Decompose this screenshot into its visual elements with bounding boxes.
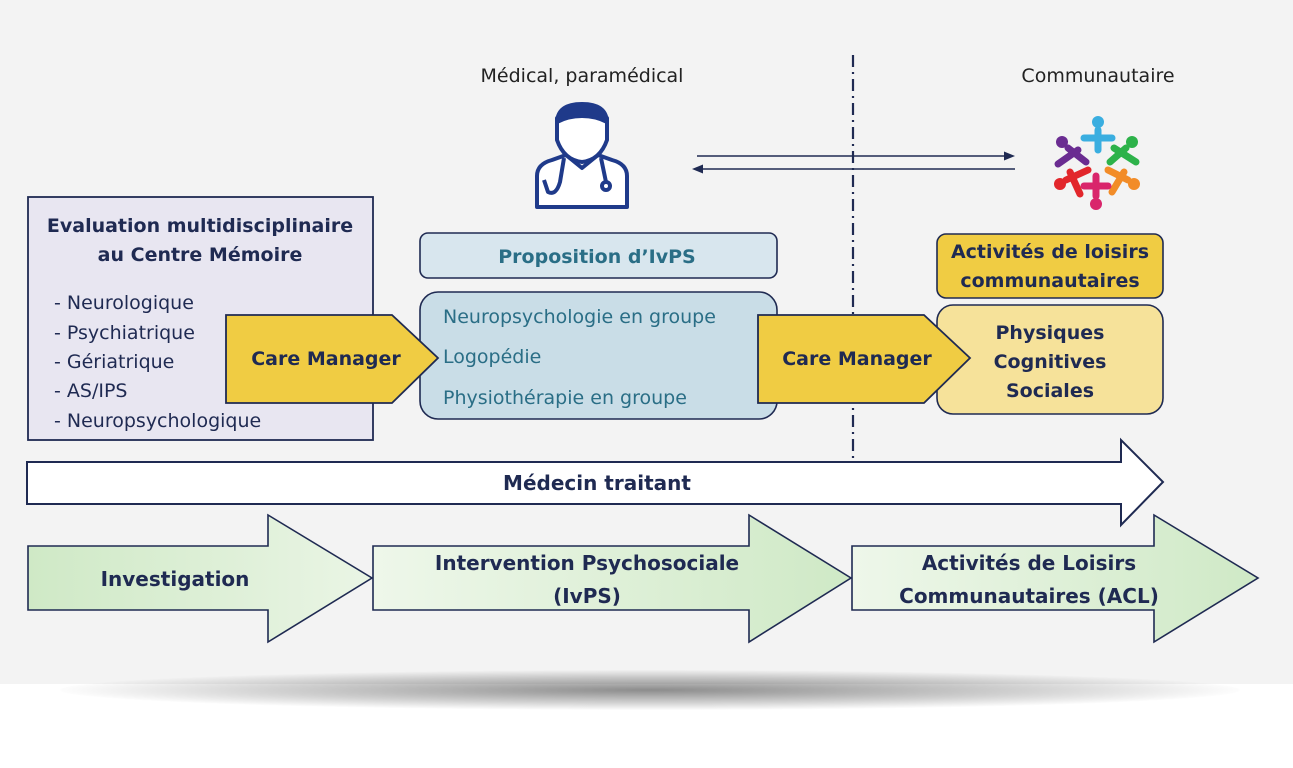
medecin-traitant-label: Médecin traitant: [503, 471, 691, 495]
phase-investigation-arrow: [27, 513, 374, 644]
evaluation-item-neuropsychologique: - Neuropsychologique: [54, 410, 261, 432]
acl-title-box: [936, 233, 1164, 299]
acl-item-sociales: Sociales: [1006, 380, 1094, 402]
phase-intervention-arrow: [372, 513, 853, 644]
care-manager-label-2: Care Manager: [782, 348, 932, 370]
phase-activities-label-line2: Communautaires (ACL): [899, 584, 1159, 608]
evaluation-title-line1: Evaluation multidisciplinaire: [47, 215, 353, 237]
community-column-title: Communautaire: [1021, 65, 1174, 87]
phase-activities-arrow: [851, 513, 1260, 644]
double-arrow-icon: [692, 151, 1015, 174]
phase-investigation-label: Investigation: [101, 567, 250, 591]
acl-title-line2: communautaires: [960, 270, 1139, 292]
phase-intervention-label-line2: (IvPS): [553, 584, 621, 608]
care-manager-label-1: Care Manager: [251, 348, 401, 370]
doctor-icon: [535, 102, 629, 209]
evaluation-item-neurologique: - Neurologique: [54, 292, 194, 314]
evaluation-item-psychiatrique: - Psychiatrique: [54, 322, 195, 344]
evaluation-item-as-ips: - AS/IPS: [54, 380, 127, 402]
acl-title-line1: Activités de loisirs: [951, 241, 1149, 263]
ivps-item-neuropsychologie: Neuropsychologie en groupe: [443, 306, 716, 328]
phase-activities-label-line1: Activités de Loisirs: [922, 551, 1136, 575]
evaluation-title-line2: au Centre Mémoire: [98, 244, 303, 266]
ivps-proposal-box: [419, 232, 778, 279]
community-people-icon: [1054, 116, 1140, 210]
medecin-traitant-arrow: [26, 437, 1165, 528]
medical-column-title: Médical, paramédical: [481, 65, 684, 87]
ivps-item-physiotherapie: Physiothérapie en groupe: [443, 387, 687, 409]
phase-intervention-label-line1: Intervention Psychosociale: [435, 551, 739, 575]
acl-item-cognitives: Cognitives: [994, 351, 1107, 373]
care-manager-arrow-1: [225, 314, 440, 404]
evaluation-item-geriatrique: - Gériatrique: [54, 351, 174, 373]
care-manager-arrow-2: [757, 314, 972, 404]
ivps-proposal-label: Proposition d’IvPS: [498, 246, 696, 268]
ivps-item-logopedie: Logopédie: [443, 346, 541, 368]
drop-shadow: [60, 670, 1240, 710]
acl-item-physiques: Physiques: [996, 322, 1105, 344]
